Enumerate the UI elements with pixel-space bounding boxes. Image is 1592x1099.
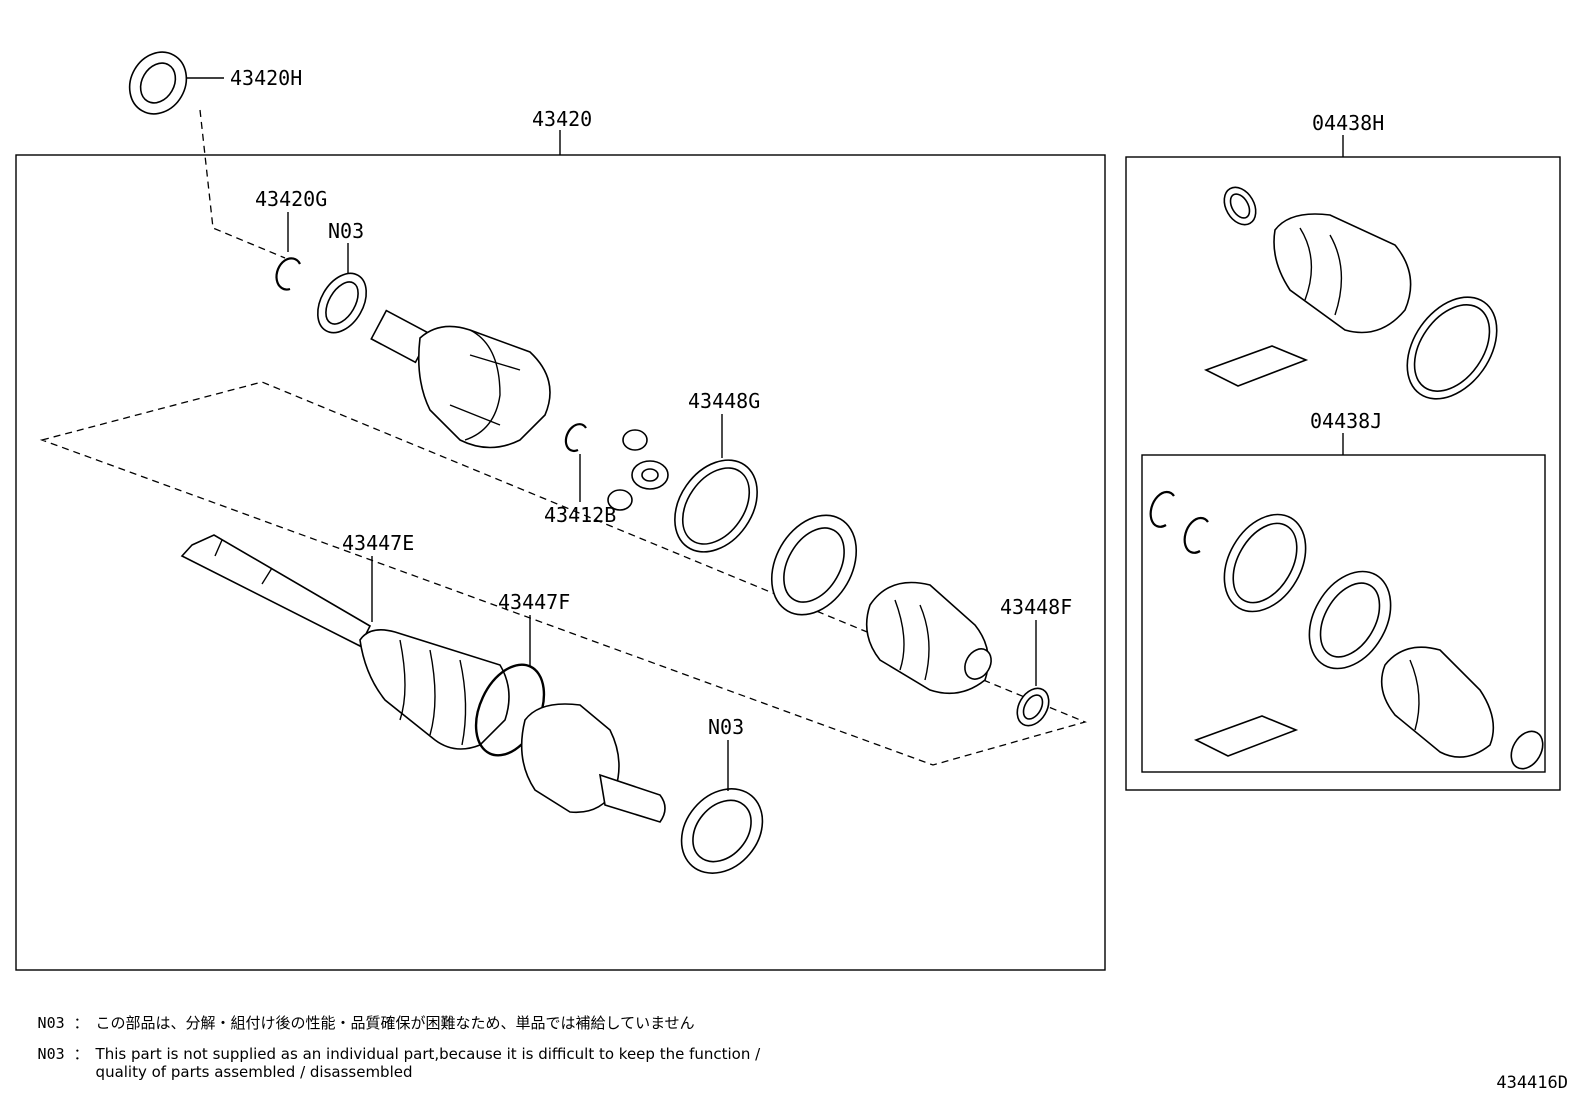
label-N03-bottom: N03: [708, 715, 744, 739]
band-43448G-part: [674, 459, 758, 553]
label-43448G: 43448G: [688, 389, 760, 413]
note-english: N03 ： This part is not supplied as an ind…: [28, 1027, 761, 1081]
label-04438J: 04438J: [1310, 409, 1382, 433]
kit-04438H-parts: [1203, 186, 1498, 400]
label-43420H: 43420H: [230, 66, 302, 90]
tripod-part: [607, 429, 669, 511]
outer-boot-part: [865, 581, 992, 695]
label-43447F: 43447F: [498, 590, 570, 614]
clamp-43448F-part: [1016, 687, 1050, 727]
note-en-code: N03 ：: [37, 1045, 89, 1063]
kit-04438J-parts: [1149, 490, 1544, 770]
label-43420: 43420: [532, 107, 592, 131]
seal-43420H-part: [128, 51, 188, 115]
ring-N03-top-part: [316, 272, 368, 334]
label-N03-top: N03: [328, 219, 364, 243]
note-jp-code: N03 ：: [37, 1014, 89, 1032]
inner-joint-housing-part: [520, 703, 666, 823]
label-43412B: 43412B: [544, 503, 616, 527]
outer-joint-housing-part: [370, 309, 551, 449]
inner-joint-ring-part: [770, 514, 858, 616]
snap-ring-43420G-part: [275, 257, 301, 291]
label-43447E: 43447E: [342, 531, 414, 555]
group-box-43420: [15, 154, 1106, 971]
note-jp-text: この部品は、分解・組付け後の性能・品質確保が困難なため、単品では補給していません: [95, 1014, 695, 1032]
label-04438H: 04438H: [1312, 111, 1384, 135]
snap-ring-43412B-part: [564, 423, 587, 453]
label-43448F: 43448F: [1000, 595, 1072, 619]
ring-N03-bottom-part: [680, 788, 764, 874]
note-japanese: N03 ： この部品は、分解・組付け後の性能・品質確保が困難なため、単品では補給し…: [28, 996, 695, 1032]
figure-id: 434416D: [1496, 1073, 1568, 1093]
assembly-dashed-outline: [39, 381, 1087, 766]
note-en-text: This part is not supplied as an individu…: [95, 1045, 761, 1081]
label-43420G: 43420G: [255, 187, 327, 211]
